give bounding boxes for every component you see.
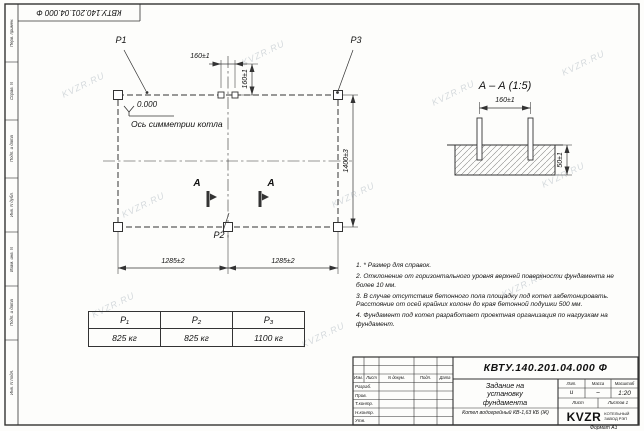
titleblock-col-doc: N докум. bbox=[388, 375, 405, 380]
margin-label: Справ. N bbox=[9, 82, 14, 100]
section-detail-title: А – А (1:5) bbox=[478, 80, 532, 92]
sheets-value: 1 bbox=[625, 400, 629, 405]
titleblock-col-sign: Подп. bbox=[419, 375, 432, 380]
load-p3-label: P3 bbox=[350, 35, 362, 45]
titleblock-role-prov: Пров. bbox=[355, 392, 367, 398]
margin-label: Инв. N дубл. bbox=[9, 192, 14, 218]
lit-value: и bbox=[569, 389, 574, 396]
margin-label: Инв. N подл. bbox=[9, 369, 14, 396]
load-table-header: P₂ bbox=[160, 311, 233, 329]
drawing-subtitle: Котел водогрейный КВ-1,63 КБ (Ж) bbox=[462, 410, 549, 416]
dim-span-left-1285: 1285±2 bbox=[161, 258, 185, 265]
dim-bolt-horizontal: 160±1 bbox=[190, 53, 210, 60]
titleblock-col-izm: Изм. bbox=[354, 375, 363, 380]
load-table-value-row: 825 кг 825 кг 1100 кг bbox=[88, 328, 305, 347]
note-item: 3. В случае отсутствия бетонного пола пл… bbox=[356, 292, 609, 309]
load-table-value: 825 кг bbox=[88, 328, 161, 347]
margin-label: Подп. и дата bbox=[9, 135, 14, 163]
dim-bolt-vertical: 160±1 bbox=[242, 69, 250, 89]
boiler-axis-label: Ось симметрии котла bbox=[131, 119, 223, 129]
load-table-header: P₃ bbox=[232, 311, 305, 329]
dim-width-1400: 1400±3 bbox=[343, 149, 351, 173]
margin-label: Взам. инв. N bbox=[9, 246, 14, 272]
title-block-lines bbox=[352, 356, 639, 426]
document-number: КВТУ.140.201.04.000 Ф bbox=[483, 362, 608, 374]
titleblock-role-tkontr: Т.контр. bbox=[355, 401, 374, 406]
logo-sub-line1: КОТЕЛЬНЫЙ bbox=[604, 410, 630, 416]
load-p2-label: P2 bbox=[213, 230, 225, 240]
format-note: Формат А3 bbox=[590, 424, 618, 431]
load-table-value: 825 кг bbox=[160, 328, 233, 347]
drawing-title: Задание на установку фундамента bbox=[482, 382, 528, 407]
section-mark-a-right: А bbox=[267, 178, 275, 189]
logo-sub-line2: ЗАВОД РЭП bbox=[604, 415, 628, 421]
load-table-header: P₁ bbox=[88, 311, 161, 329]
titleblock-role-razrab: Разраб. bbox=[355, 384, 372, 389]
mass-label: Масса bbox=[591, 380, 605, 386]
load-table-value: 1100 кг bbox=[232, 328, 305, 347]
scale-value: 1:20 bbox=[618, 389, 631, 397]
sheets-count: Листов 1 bbox=[598, 400, 638, 405]
load-p1-label: P1 bbox=[115, 35, 127, 45]
section-detail bbox=[447, 102, 572, 176]
logo-text: KVZR bbox=[566, 409, 602, 424]
dim-detail-depth: 50±1 bbox=[557, 152, 565, 168]
corner-stamp: КВТУ.140.201.04.000 Ф bbox=[36, 8, 122, 17]
note-item: 4. Фундамент под котел разработает проек… bbox=[356, 312, 608, 328]
foundation-plan bbox=[103, 49, 358, 274]
sheets-label: Листов bbox=[607, 400, 625, 405]
notes-block: 1. * Размер для справок. 2. Отклонение о… bbox=[356, 262, 634, 332]
dim-span-right-1285: 1285±2 bbox=[271, 258, 295, 265]
lit-label: Лит. bbox=[566, 380, 577, 386]
titleblock-col-date: Дата bbox=[439, 375, 451, 380]
load-table-header-row: P₁ P₂ P₃ bbox=[88, 311, 305, 329]
sheet-frame bbox=[4, 3, 640, 426]
sheet-label: Лист bbox=[572, 400, 584, 405]
load-table: P₁ P₂ P₃ 825 кг 825 кг 1100 кг bbox=[88, 311, 305, 347]
elevation-mark-label: 0.000 bbox=[137, 100, 158, 109]
titleblock-role-utv: Утв. bbox=[355, 418, 366, 423]
titleblock-role-nkontr: Н.контр. bbox=[355, 409, 375, 415]
margin-label: Перв. примен. bbox=[9, 18, 14, 48]
logo-subtext: КОТЕЛЬНЫЙ ЗАВОД РЭП bbox=[604, 410, 630, 422]
manufacturer-logo: KVZR КОТЕЛЬНЫЙ ЗАВОД РЭП bbox=[560, 409, 636, 424]
section-mark-a-left: А bbox=[193, 178, 201, 189]
dim-detail-bolts: 160±1 bbox=[495, 97, 515, 104]
scale-label: Масштаб bbox=[614, 380, 635, 386]
note-item: 2. Отклонение от горизонтального уровня … bbox=[356, 273, 614, 289]
note-item: 1. * Размер для справок. bbox=[356, 262, 432, 269]
mass-value: – bbox=[596, 389, 600, 396]
titleblock-col-list: Лист bbox=[366, 375, 377, 380]
margin-label: Подп. и дата bbox=[9, 299, 14, 327]
